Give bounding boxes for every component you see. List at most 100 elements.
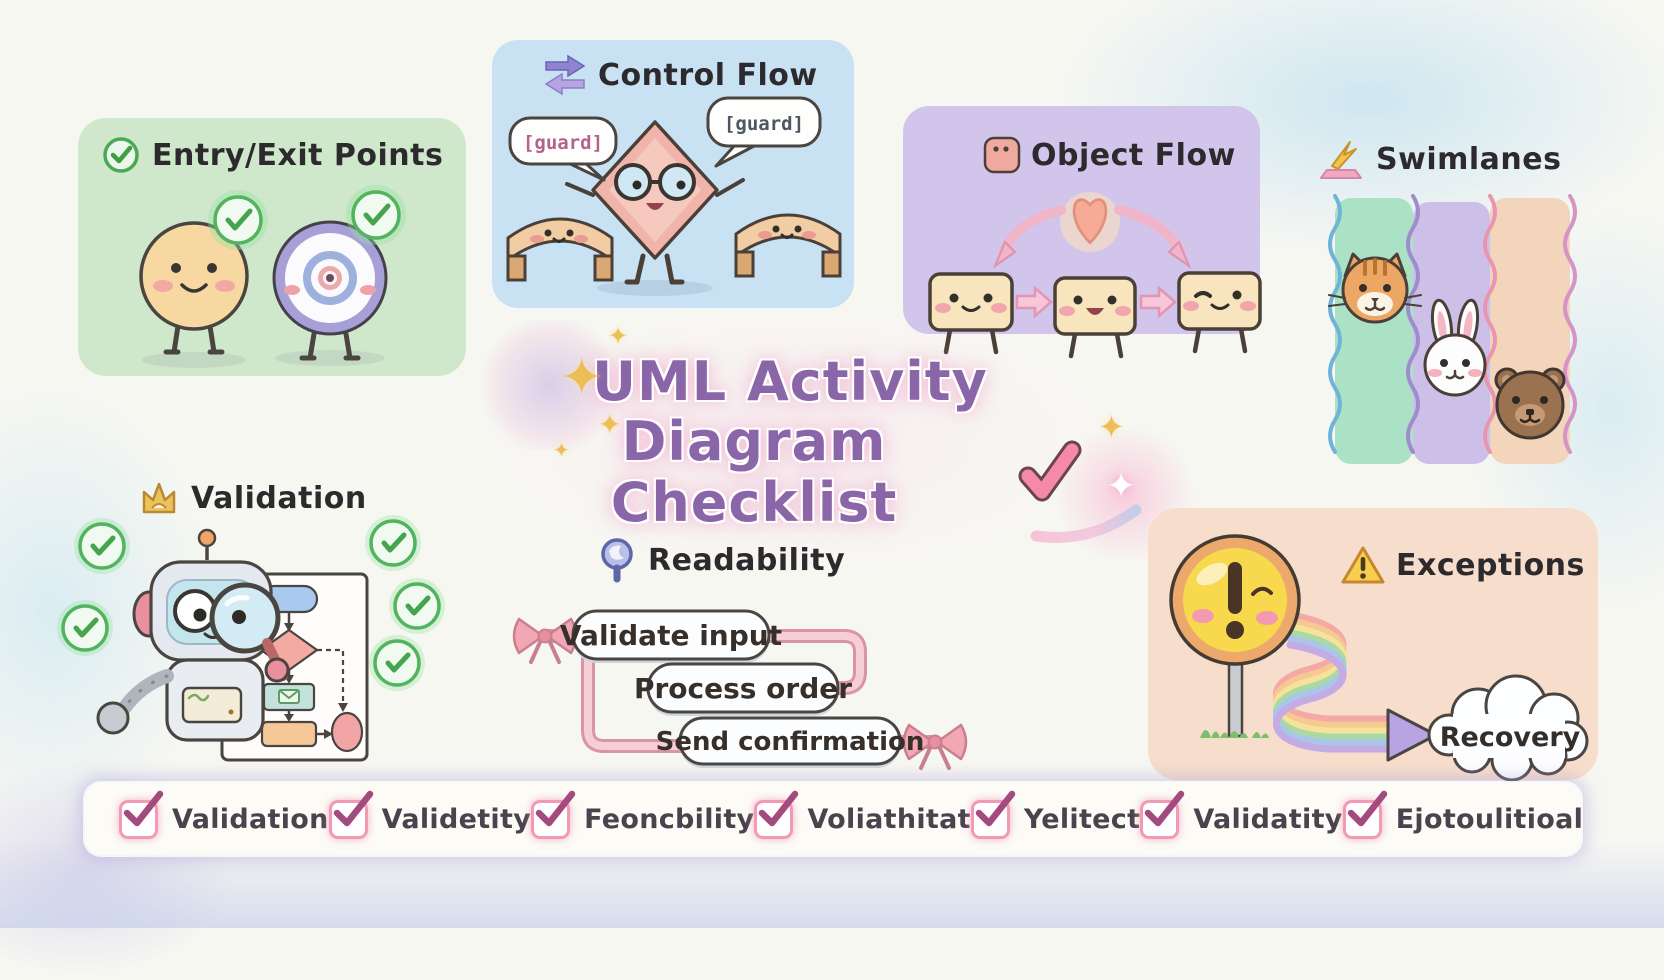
check-badge (57, 600, 113, 656)
checklist-item: Yelitect (970, 790, 1141, 839)
swimlanes-section: Swimlanes (1280, 118, 1610, 478)
start-node-character (139, 221, 249, 355)
flow-bridge-character (734, 213, 842, 278)
title-check-icon (1018, 440, 1082, 502)
svg-text:[guard]: [guard] (523, 132, 603, 154)
swimlanes-title: Swimlanes (1376, 141, 1562, 177)
checkmark-icon (1145, 790, 1185, 826)
readability-section: Readability Validate input Process orde (488, 520, 978, 780)
curved-arrow-left (992, 205, 1066, 269)
lane-divider (1328, 194, 1342, 454)
swap-arrows-icon (544, 54, 586, 96)
bow-icon (902, 723, 968, 770)
svg-text:Recovery: Recovery (1440, 722, 1581, 753)
flow-arrow (1139, 285, 1177, 319)
exceptions-section: Exceptions (1148, 508, 1598, 782)
sparkle-icon: ✦ (1106, 466, 1137, 507)
checklist-item-label: Feoncbility (584, 803, 755, 835)
object-character (928, 272, 1014, 355)
checkbox[interactable] (119, 790, 164, 839)
object-character (1177, 271, 1262, 354)
bunny-character (1423, 298, 1487, 397)
lane-green (1335, 198, 1413, 464)
checklist-item: Feoncbility (531, 790, 755, 839)
flow-bridge-character (506, 217, 614, 282)
checkbox[interactable] (1342, 790, 1387, 839)
title-line-1: UML Activity (592, 350, 988, 413)
entry-exit-title: Entry/Exit Points (152, 137, 444, 173)
activity-pill: Process order (634, 662, 852, 716)
check-badge (369, 635, 425, 691)
lane-divider (1406, 194, 1420, 454)
svg-text:Validate input: Validate input (560, 619, 782, 652)
magnifier-icon (601, 538, 633, 583)
checklist-item: Validatity (1140, 790, 1343, 839)
checkmark-icon (975, 790, 1016, 826)
pink-swoosh (1030, 504, 1142, 544)
checkbox[interactable] (754, 790, 799, 839)
validation-illustration (55, 515, 455, 762)
validation-section: Validation (55, 470, 455, 790)
exceptions-illustration: Recovery (1169, 534, 1589, 782)
activity-pill: Validate input (560, 609, 782, 663)
poster-title: UML Activity Diagram Checklist (500, 350, 1082, 534)
title-line-2: Diagram Checklist (610, 410, 898, 534)
warning-triangle-icon (1341, 546, 1385, 584)
recovery-cloud: Recovery (1427, 674, 1589, 782)
sparkle-icon: ✦ (1098, 408, 1125, 446)
check-badge (74, 518, 130, 574)
svg-text:Send confirmation: Send confirmation (656, 727, 925, 757)
crown-icon (142, 482, 176, 514)
checkbox[interactable] (1140, 790, 1185, 839)
flow-arrow (1015, 285, 1053, 319)
checkmark-icon (123, 790, 164, 826)
control-flow-section: Control Flow [guard] [guard] (492, 40, 854, 308)
checkmark-icon (333, 790, 373, 826)
lane-divider (1563, 194, 1577, 454)
checklist-item: Validetity (328, 790, 531, 839)
object-flow-section: Object Flow (903, 106, 1262, 359)
exceptions-title: Exceptions (1396, 547, 1585, 583)
checklist-item-label: Validation (172, 803, 329, 835)
guard-bubble-right: [guard] (706, 96, 822, 168)
checkbox[interactable] (328, 790, 373, 839)
sparkle-icon: ✦ (598, 408, 622, 441)
checkmark-icon (759, 790, 799, 826)
object-node-icon (983, 136, 1021, 174)
cat-character (1328, 252, 1422, 324)
swimlanes-illustration (1328, 194, 1577, 464)
checkbox[interactable] (970, 790, 1016, 839)
guard-bubble-left: [guard] (508, 116, 618, 182)
readability-title: Readability (648, 542, 846, 578)
checklist-bar: Validation Validetity Feoncbility Voliat… (85, 783, 1584, 855)
grass (1252, 732, 1269, 738)
exclamation-sign-character (1169, 534, 1301, 738)
check-badge (365, 515, 421, 571)
rainbow-path (1273, 611, 1438, 762)
checklist-item-label: Yelitect (1023, 803, 1141, 835)
object-flow-illustration (928, 192, 1262, 359)
control-flow-title: Control Flow (598, 57, 818, 93)
readability-illustration: Validate input Process order Send confir… (512, 609, 968, 770)
checklist-item-label: Ejotoulitioal (1395, 803, 1584, 835)
entry-exit-illustration (139, 118, 466, 368)
check-circle-icon (103, 137, 139, 173)
check-badge (389, 578, 445, 634)
checklist-item-label: Voliathitat (807, 803, 971, 835)
robot-character (96, 528, 290, 742)
svg-text:[guard]: [guard] (724, 113, 804, 135)
checkmark-icon (535, 790, 576, 826)
lane-divider (1483, 194, 1497, 454)
sparkle-icon: ✦ (608, 322, 629, 350)
swimmer-icon (1320, 141, 1362, 179)
checkbox[interactable] (531, 790, 576, 839)
object-flow-title: Object Flow (1031, 137, 1236, 173)
checklist-item-label: Validatity (1193, 803, 1343, 835)
control-flow-illustration: [guard] [guard] (506, 96, 842, 296)
heart-icon (1072, 198, 1108, 245)
curved-arrow-right (1114, 205, 1192, 269)
checkmark-icon (1347, 790, 1387, 826)
check-badge (208, 190, 268, 250)
arrowhead (1386, 708, 1438, 762)
end-node-character (272, 220, 388, 361)
